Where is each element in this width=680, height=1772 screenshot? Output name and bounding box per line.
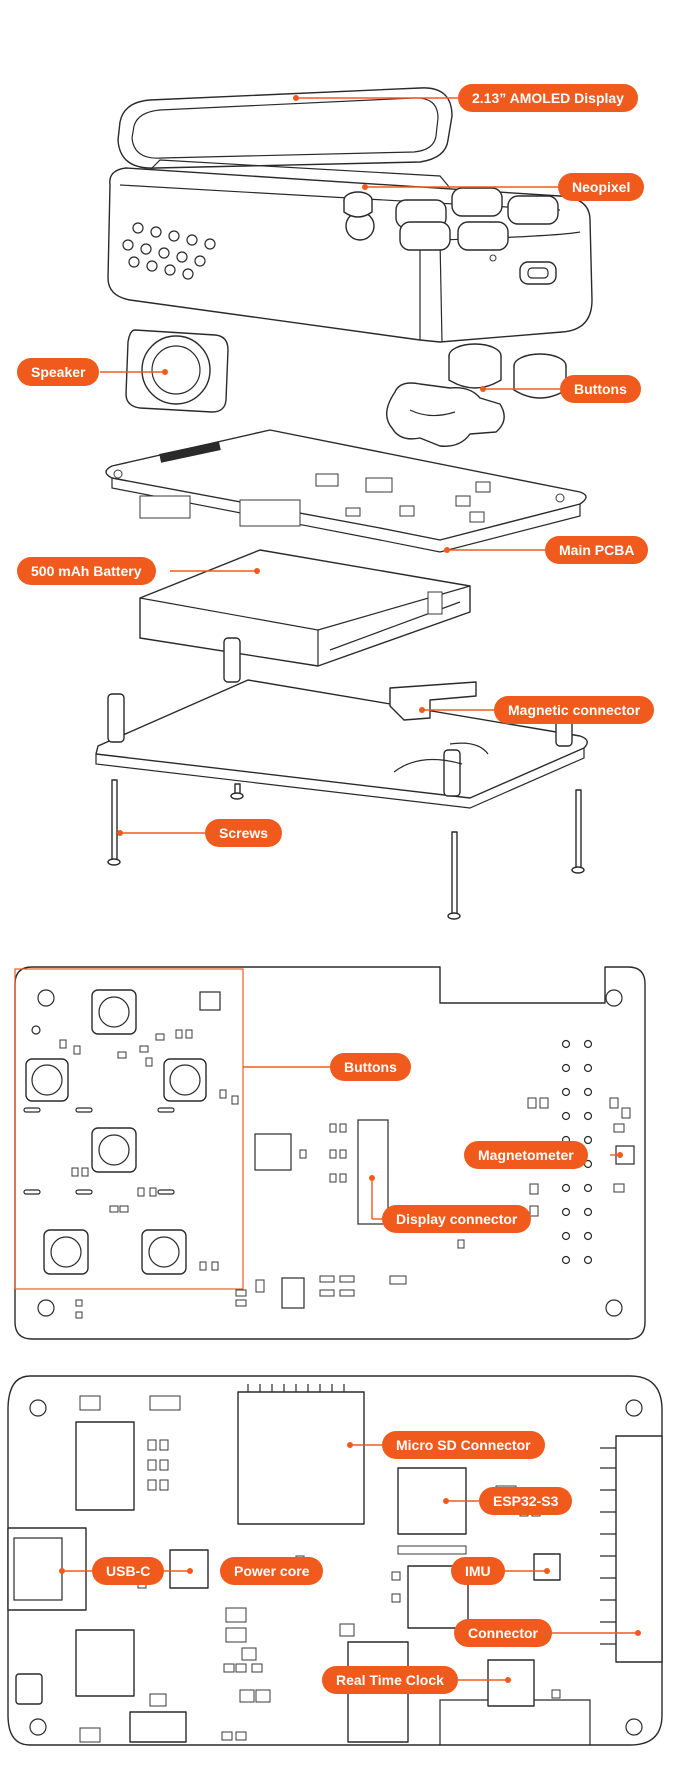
exploded-view [95, 87, 593, 920]
pcb-back [7, 1375, 663, 1746]
label-power-core: Power core [220, 1557, 324, 1585]
speaker-drawing [125, 329, 229, 413]
label-magnetic-connector: Magnetic connector [494, 696, 655, 724]
label-buttons-pcb: Buttons [330, 1053, 411, 1081]
label-micro-sd-connector: Micro SD Connector [382, 1431, 545, 1459]
label-real-time-clock: Real Time Clock [322, 1666, 458, 1694]
label-neopixel: Neopixel [558, 173, 645, 201]
front-small-parts [59, 1029, 631, 1319]
label-magnetometer: Magnetometer [464, 1141, 588, 1169]
amoled-display-drawing [117, 87, 453, 169]
label-esp32-s3: ESP32-S3 [479, 1487, 573, 1515]
tact-switches [25, 989, 207, 1275]
label-speaker: Speaker [17, 358, 100, 386]
back-leaders [59, 1442, 641, 1683]
side-pins [600, 1447, 616, 1645]
neopixel-drawing [343, 191, 373, 218]
label-battery: 500 mAh Battery [17, 557, 156, 585]
exploded-leaders [100, 95, 560, 836]
label-screws: Screws [205, 819, 283, 847]
label-usb-c: USB-C [92, 1557, 165, 1585]
label-amoled-display: 2.13” AMOLED Display [458, 84, 638, 112]
pcb-front [14, 966, 646, 1340]
screws-drawing [107, 779, 585, 920]
label-display-connector: Display connector [382, 1205, 532, 1233]
label-imu: IMU [451, 1557, 505, 1585]
battery-drawing [139, 549, 471, 667]
buttons-drawing [386, 343, 567, 447]
front-leaders [243, 1066, 623, 1220]
enclosure-drawing [107, 159, 593, 343]
label-connector: Connector [454, 1619, 552, 1647]
label-buttons-exploded: Buttons [560, 375, 641, 403]
main-pcba-drawing [105, 429, 587, 553]
label-main-pcba: Main PCBA [545, 536, 649, 564]
